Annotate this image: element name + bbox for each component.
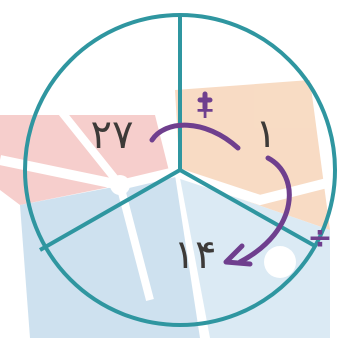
sector-label-right: ۱ (255, 111, 276, 157)
annotation-margin-mark: ÷ (307, 221, 332, 256)
annotation-operation-symbol: + (195, 96, 215, 124)
bg-white-dot (264, 246, 296, 278)
bg-white-dot (110, 175, 130, 195)
sector-label-left: ۲۷ (91, 112, 134, 158)
sector-label-bottom: ۱۴ (174, 232, 217, 278)
